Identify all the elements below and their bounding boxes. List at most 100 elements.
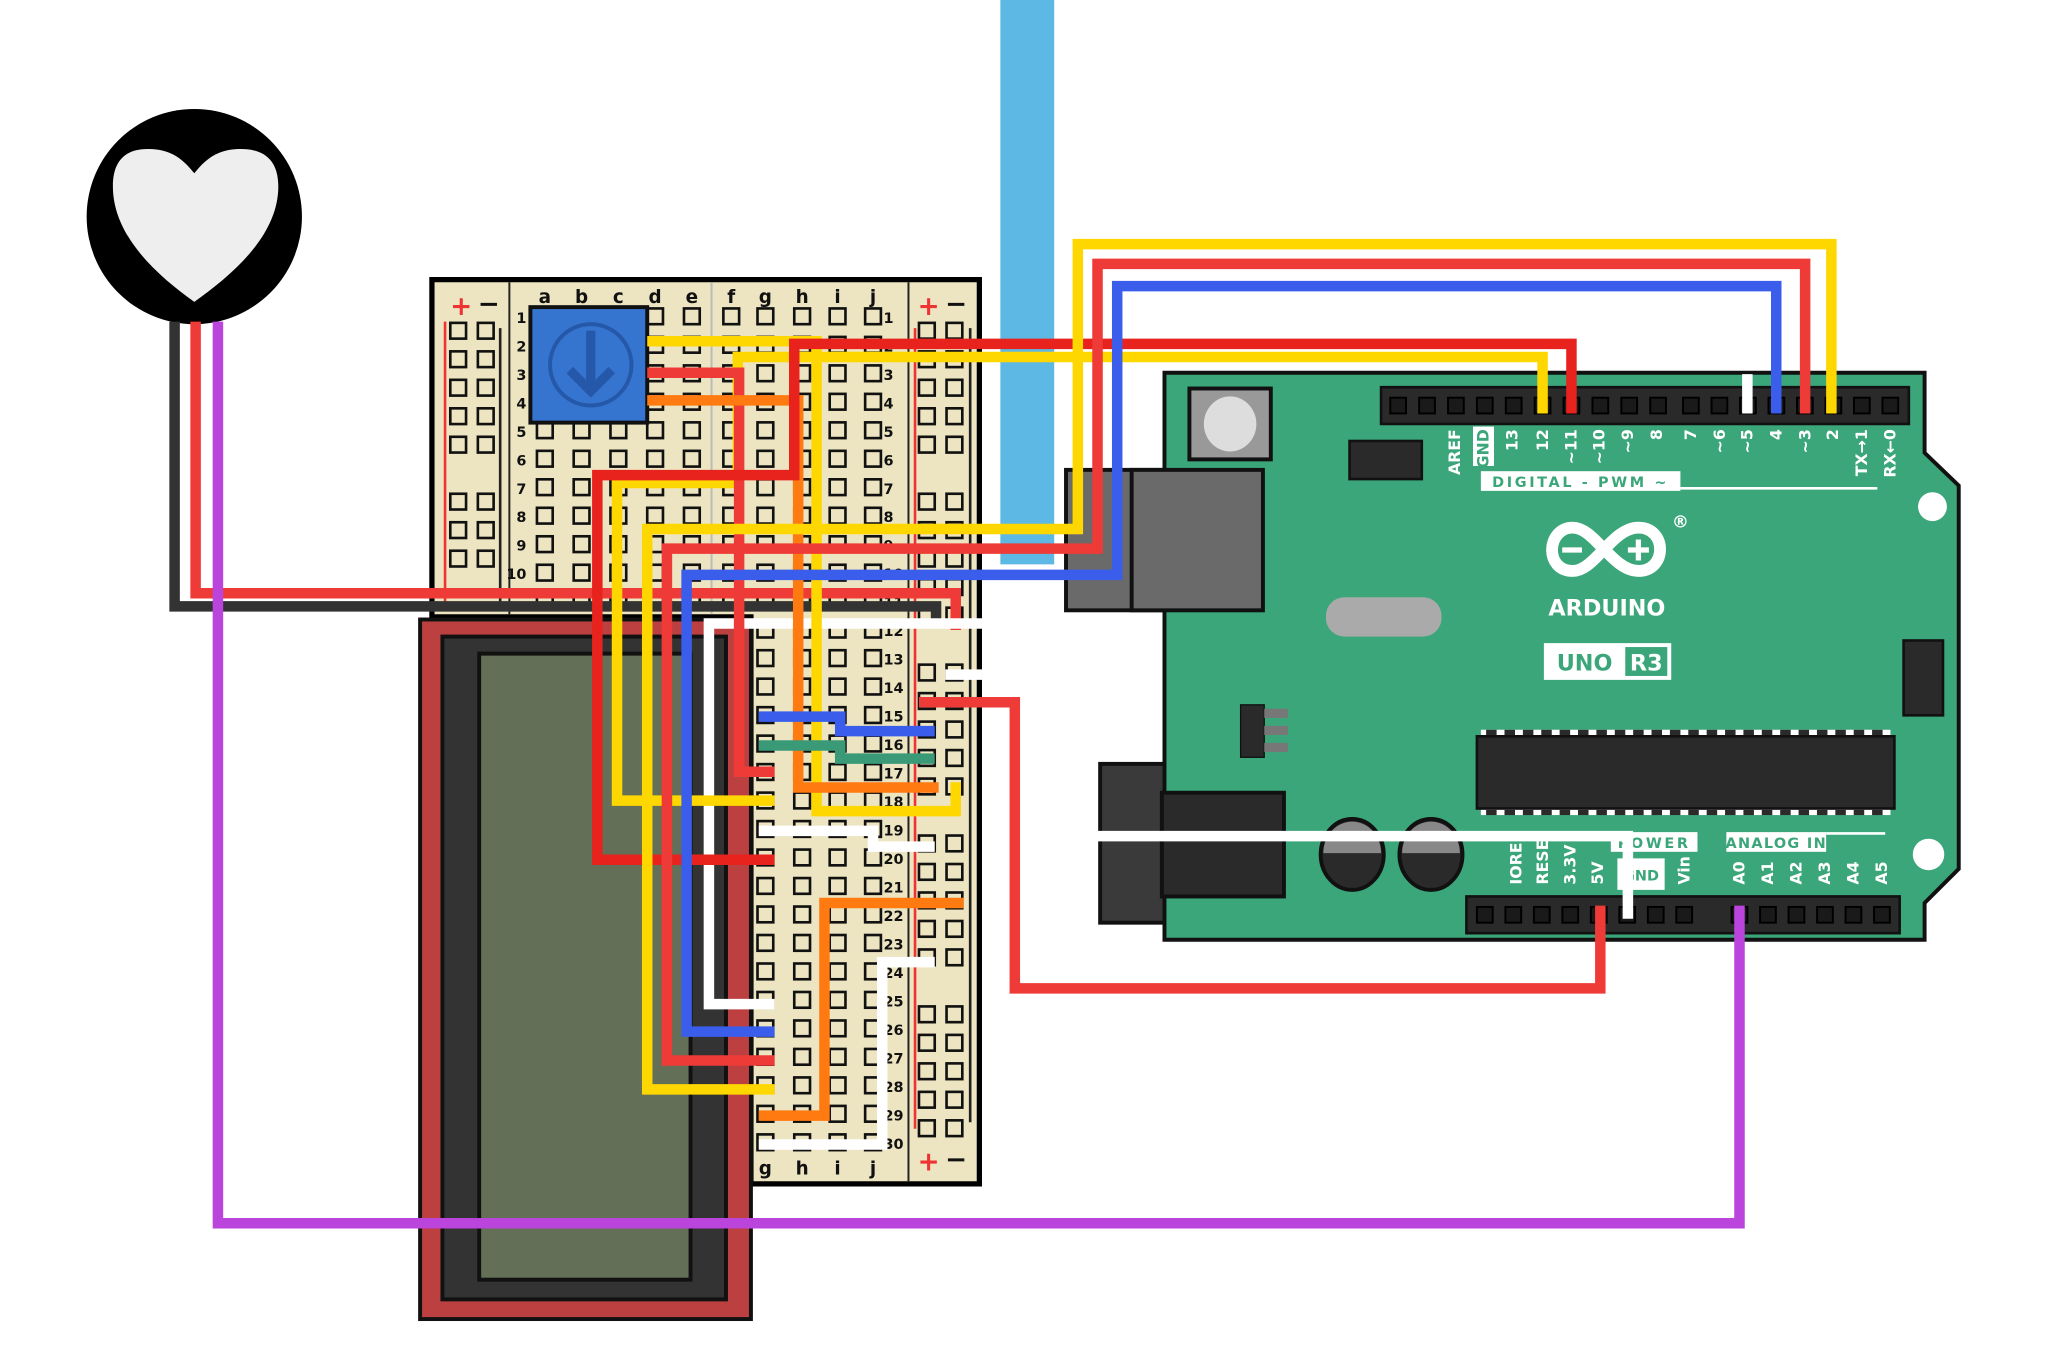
wire-yellow-pin2[interactable] — [641, 238, 1837, 1095]
breadboard-hole[interactable] — [476, 321, 495, 340]
breadboard-hole[interactable] — [792, 933, 812, 953]
header-pin[interactable] — [1532, 905, 1551, 924]
breadboard-hole[interactable] — [756, 648, 775, 668]
breadboard-hole[interactable] — [609, 449, 628, 468]
potentiometer[interactable] — [528, 305, 650, 425]
wire-orange-jumper[interactable] — [758, 897, 964, 1121]
breadboard-hole[interactable] — [476, 350, 495, 369]
breadboard-hole[interactable] — [828, 478, 847, 497]
breadboard-hole[interactable] — [917, 862, 937, 882]
breadboard-hole[interactable] — [448, 435, 468, 454]
breadboard-hole[interactable] — [645, 449, 665, 468]
wire-green-jumper[interactable] — [758, 740, 935, 764]
header-pin[interactable] — [1620, 396, 1639, 415]
breadboard-hole[interactable] — [863, 876, 883, 896]
breadboard-hole[interactable] — [917, 407, 937, 426]
breadboard-hole[interactable] — [756, 307, 775, 326]
breadboard-hole[interactable] — [945, 948, 964, 967]
breadboard-hole[interactable] — [756, 364, 775, 383]
breadboard-hole[interactable] — [917, 1033, 937, 1052]
breadboard-hole[interactable] — [645, 421, 665, 440]
header-pin[interactable] — [1682, 396, 1700, 415]
breadboard-hole[interactable] — [917, 663, 937, 682]
breadboard-hole[interactable] — [448, 407, 468, 426]
breadboard-hole[interactable] — [945, 1033, 964, 1052]
breadboard-hole[interactable] — [476, 435, 495, 454]
wire-blue-jumper[interactable] — [758, 711, 935, 737]
header-pin[interactable] — [1816, 905, 1834, 924]
breadboard-hole[interactable] — [917, 1090, 937, 1109]
breadboard-hole[interactable] — [535, 534, 555, 554]
breadboard-hole[interactable] — [863, 705, 883, 725]
breadboard-hole[interactable] — [448, 378, 468, 397]
breadboard-hole[interactable] — [756, 876, 775, 896]
breadboard-hole[interactable] — [756, 677, 775, 696]
breadboard-hole[interactable] — [535, 506, 555, 525]
header-pin[interactable] — [1844, 905, 1863, 924]
breadboard-hole[interactable] — [828, 876, 847, 896]
breadboard-hole[interactable] — [756, 933, 775, 953]
breadboard-hole[interactable] — [945, 1062, 964, 1081]
breadboard-hole[interactable] — [828, 421, 847, 440]
wire-red-pin3[interactable] — [661, 258, 1811, 1066]
breadboard-hole[interactable] — [917, 492, 937, 511]
header-pin[interactable] — [1504, 396, 1523, 415]
breadboard-hole[interactable] — [945, 1119, 964, 1138]
breadboard-hole[interactable] — [756, 421, 775, 440]
breadboard-hole[interactable] — [448, 321, 468, 340]
breadboard-hole[interactable] — [792, 848, 812, 867]
wire-red-pin11[interactable] — [592, 338, 1577, 865]
wire-white-jumper-30[interactable] — [758, 956, 935, 1150]
wire-red-5v[interactable] — [918, 696, 1606, 994]
breadboard-hole[interactable] — [863, 392, 883, 411]
header-pin[interactable] — [1852, 396, 1871, 415]
breadboard-hole[interactable] — [863, 421, 883, 440]
breadboard-hole[interactable] — [572, 449, 591, 468]
header-pin[interactable] — [1475, 905, 1494, 924]
breadboard-hole[interactable] — [945, 748, 964, 768]
breadboard-hole[interactable] — [945, 834, 964, 853]
breadboard-hole[interactable] — [448, 350, 468, 369]
breadboard-hole[interactable] — [792, 1019, 812, 1038]
breadboard-hole[interactable] — [682, 307, 702, 326]
wire-white-jumper[interactable] — [758, 825, 935, 852]
breadboard-hole[interactable] — [476, 492, 495, 511]
breadboard-hole[interactable] — [792, 990, 812, 1010]
header-pin[interactable] — [1504, 905, 1523, 924]
breadboard-hole[interactable] — [945, 919, 964, 939]
breadboard-hole[interactable] — [863, 364, 883, 383]
breadboard-hole[interactable] — [722, 307, 741, 326]
wire-white-gnd-rail[interactable] — [703, 618, 982, 1010]
breadboard-hole[interactable] — [863, 677, 883, 696]
breadboard-hole[interactable] — [572, 563, 591, 582]
breadboard-hole[interactable] — [828, 762, 847, 782]
breadboard-hole[interactable] — [535, 449, 555, 468]
breadboard-hole[interactable] — [863, 762, 883, 782]
breadboard-hole[interactable] — [863, 933, 883, 953]
breadboard-hole[interactable] — [448, 549, 468, 568]
breadboard-hole[interactable] — [792, 307, 812, 326]
header-pin[interactable] — [1475, 396, 1494, 415]
breadboard-hole[interactable] — [448, 492, 468, 511]
breadboard-hole[interactable] — [828, 392, 847, 411]
breadboard-hole[interactable] — [828, 677, 847, 696]
breadboard-hole[interactable] — [863, 648, 883, 668]
breadboard-hole[interactable] — [945, 862, 964, 882]
breadboard-hole[interactable] — [476, 407, 495, 426]
breadboard-hole[interactable] — [792, 962, 812, 981]
breadboard-hole[interactable] — [476, 378, 495, 397]
header-pin[interactable] — [1389, 396, 1408, 415]
breadboard-hole[interactable] — [756, 962, 775, 981]
breadboard-hole[interactable] — [756, 449, 775, 468]
breadboard-hole[interactable] — [945, 378, 964, 397]
breadboard-hole[interactable] — [917, 1119, 937, 1138]
breadboard-hole[interactable] — [572, 478, 591, 497]
header-pin[interactable] — [1881, 396, 1900, 415]
wire-white-gnd[interactable] — [1097, 830, 1634, 919]
header-pin[interactable] — [1873, 905, 1891, 924]
breadboard-hole[interactable] — [917, 1005, 937, 1024]
wire-heart-purple-a0[interactable] — [212, 321, 1745, 1229]
breadboard-hole[interactable] — [828, 307, 847, 326]
breadboard-hole[interactable] — [828, 364, 847, 383]
breadboard-hole[interactable] — [535, 563, 555, 582]
